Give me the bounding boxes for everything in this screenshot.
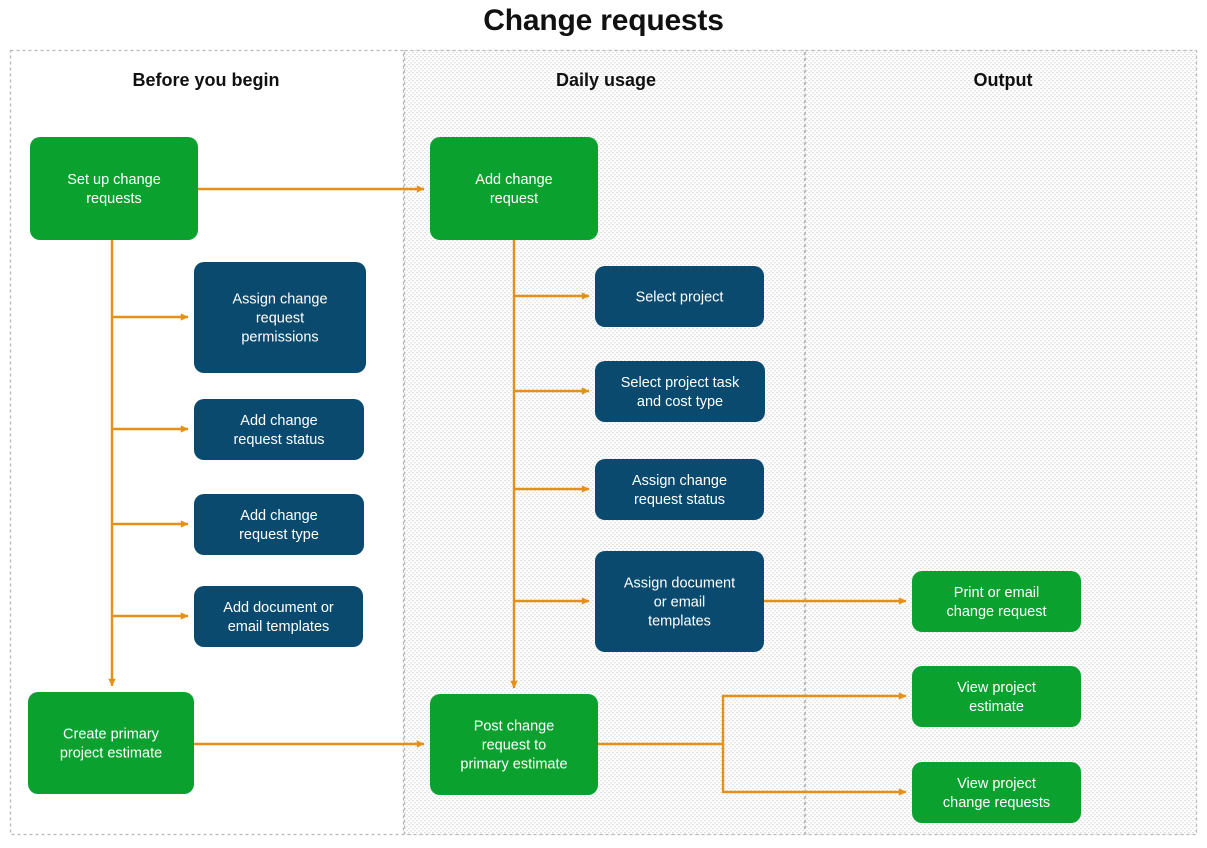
node-label-line: or email [654, 595, 706, 611]
node-print-or-email-change-request[interactable]: Print or email change request [912, 571, 1081, 632]
node-shape [28, 692, 194, 794]
node-view-project-change-requests[interactable]: View project change requests [912, 762, 1081, 823]
node-shape [595, 361, 765, 422]
node-label-line: request to [482, 738, 547, 754]
lane-border-output [804, 49, 1198, 836]
page-title: Change requests [483, 4, 724, 37]
node-label-line: change requests [943, 795, 1050, 811]
node-assign-change-request-permissions[interactable]: Assign change request permissions [194, 262, 366, 373]
node-shape [595, 551, 764, 652]
node-add-change-request-type[interactable]: Add change request type [194, 494, 364, 555]
node-add-document-or-email-templates[interactable]: Add document or email templates [194, 586, 363, 647]
connector-post-cr-fork-to-view-change-requests [721, 744, 907, 796]
connector-post-cr-fork-to-view-estimate [598, 692, 907, 746]
node-label-line: templates [648, 614, 711, 630]
node-label-line: email templates [228, 619, 330, 635]
node-label-line: Print or email [954, 585, 1039, 601]
node-label-line: and cost type [637, 394, 723, 410]
node-shape [912, 666, 1081, 727]
node-select-project[interactable]: Select project [595, 266, 764, 327]
node-label-line: Add document or [223, 600, 334, 616]
node-shape [194, 262, 366, 373]
node-shape [30, 137, 198, 240]
node-label-line: permissions [241, 330, 318, 346]
lane-header-before-you-begin: Before you begin [132, 70, 279, 90]
node-shape [194, 586, 363, 647]
node-label-line: primary estimate [460, 757, 567, 773]
node-label-line: Select project task [621, 375, 740, 391]
node-assign-change-request-status[interactable]: Assign change request status [595, 459, 764, 520]
node-label-line: Add change [240, 413, 317, 429]
lane-headers-group: Before you begin Daily usage Output [132, 70, 1032, 90]
node-label-line: estimate [969, 699, 1024, 715]
node-label-line: request status [233, 432, 324, 448]
node-shape [912, 571, 1081, 632]
lane-header-output: Output [974, 70, 1033, 90]
node-label-line: Create primary [63, 727, 160, 743]
node-shape [194, 399, 364, 460]
node-assign-document-or-email-templates[interactable]: Assign document or email templates [595, 551, 764, 652]
node-label-line: Assign change [232, 292, 327, 308]
node-shape [595, 266, 764, 327]
node-label-line: project estimate [60, 746, 162, 762]
node-label-line: Set up change [67, 172, 161, 188]
node-add-change-request[interactable]: Add change request [430, 137, 598, 240]
node-view-project-estimate[interactable]: View project estimate [912, 666, 1081, 727]
node-label-line: Post change [474, 719, 555, 735]
node-label-line: Assign change [632, 473, 727, 489]
node-label-line: request status [634, 492, 725, 508]
node-create-primary-project-estimate[interactable]: Create primary project estimate [28, 692, 194, 794]
lane-border-daily-usage [403, 49, 806, 836]
lane-border-before-you-begin [9, 49, 405, 836]
node-label-line: View project [957, 680, 1036, 696]
node-label-line: request [256, 311, 304, 327]
node-label-line: request [490, 191, 538, 207]
node-add-change-request-status[interactable]: Add change request status [194, 399, 364, 460]
node-shape [194, 494, 364, 555]
node-select-project-task-and-cost-type[interactable]: Select project task and cost type [595, 361, 765, 422]
node-post-change-request-to-primary-estimate[interactable]: Post change request to primary estimate [430, 694, 598, 795]
node-shape [595, 459, 764, 520]
node-label-line: View project [957, 776, 1036, 792]
connectors-group [108, 185, 907, 796]
node-label-line: Assign document [624, 576, 735, 592]
lane-header-daily-usage: Daily usage [556, 70, 656, 90]
node-shape [430, 694, 598, 795]
node-label-line: Select project [636, 290, 724, 306]
node-label-line: Add change [475, 172, 552, 188]
node-set-up-change-requests[interactable]: Set up change requests [30, 137, 198, 240]
node-label-line: Add change [240, 508, 317, 524]
node-shape [912, 762, 1081, 823]
node-label-line: request type [239, 527, 319, 543]
node-label-line: change request [947, 604, 1047, 620]
node-shape [430, 137, 598, 240]
node-label-line: requests [86, 191, 142, 207]
